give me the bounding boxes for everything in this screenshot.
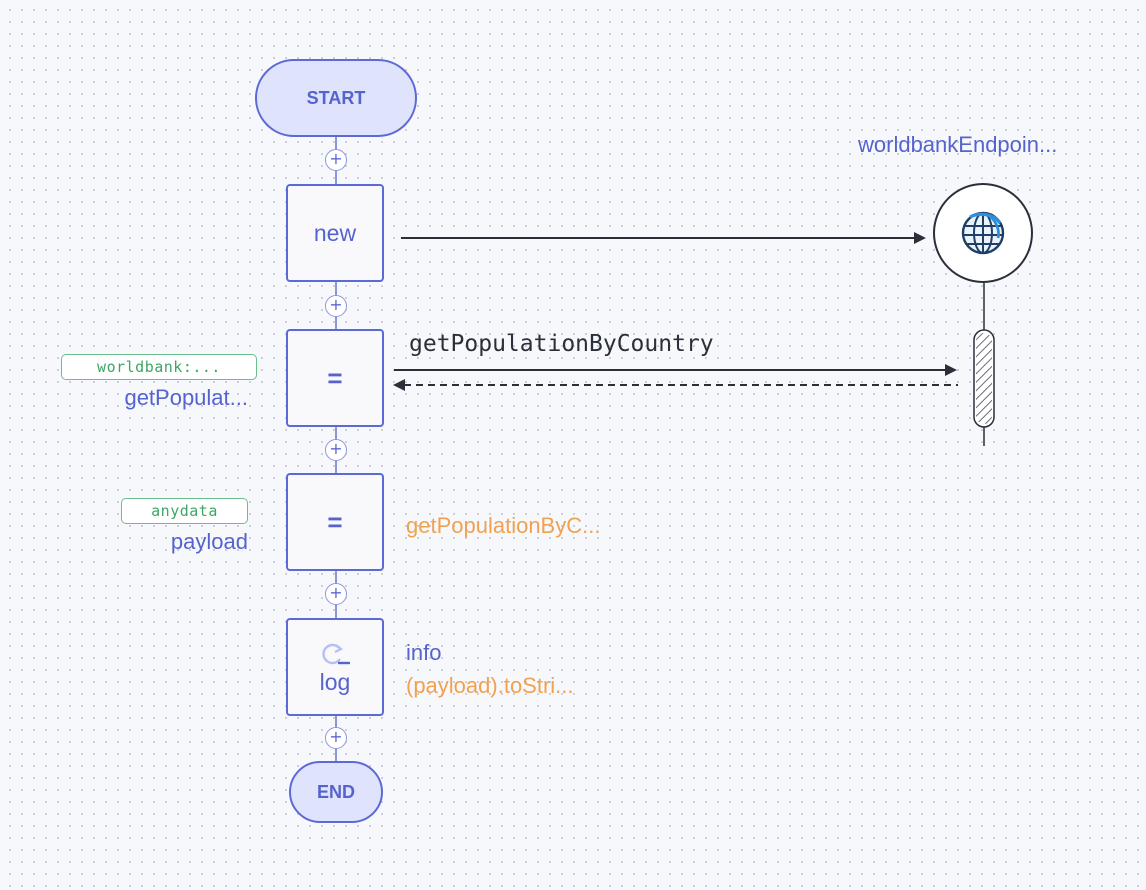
type-tag: worldbank:... [61, 354, 257, 380]
end-node[interactable]: END [289, 761, 383, 823]
node-label: = [327, 362, 343, 393]
endpoint-node[interactable] [933, 183, 1033, 283]
log-node[interactable]: log [286, 618, 384, 716]
new-endpoint-node[interactable]: new [286, 184, 384, 282]
start-node[interactable]: START [255, 59, 417, 137]
add-step-button[interactable]: + [325, 583, 347, 605]
assign-action-node[interactable]: = [286, 329, 384, 427]
arrow-head [914, 232, 926, 244]
arrow-head [945, 364, 957, 376]
variable-name: getPopulat... [124, 385, 248, 410]
add-step-button[interactable]: + [325, 439, 347, 461]
assign-expression: getPopulationByC... [406, 513, 601, 538]
variable-name: payload [170, 529, 248, 554]
globe-icon [958, 208, 1008, 258]
node-label: = [327, 506, 343, 537]
add-step-button[interactable]: + [325, 295, 347, 317]
node-label: log [319, 668, 351, 695]
arrow-head [393, 379, 405, 391]
endpoint-name: worldbankEndpoin... [858, 132, 1058, 157]
add-step-button[interactable]: + [325, 727, 347, 749]
end-label: END [316, 781, 355, 802]
log-icon [318, 641, 352, 667]
assign-payload-node[interactable]: = [286, 473, 384, 571]
type-tag: anydata [121, 498, 248, 524]
add-step-button[interactable]: + [325, 149, 347, 171]
start-label: START [306, 87, 366, 108]
node-label: new [313, 219, 357, 246]
log-level: info [406, 640, 442, 665]
log-expression: (payload).toStri... [406, 673, 574, 698]
action-name: getPopulationByCountry [409, 331, 714, 357]
